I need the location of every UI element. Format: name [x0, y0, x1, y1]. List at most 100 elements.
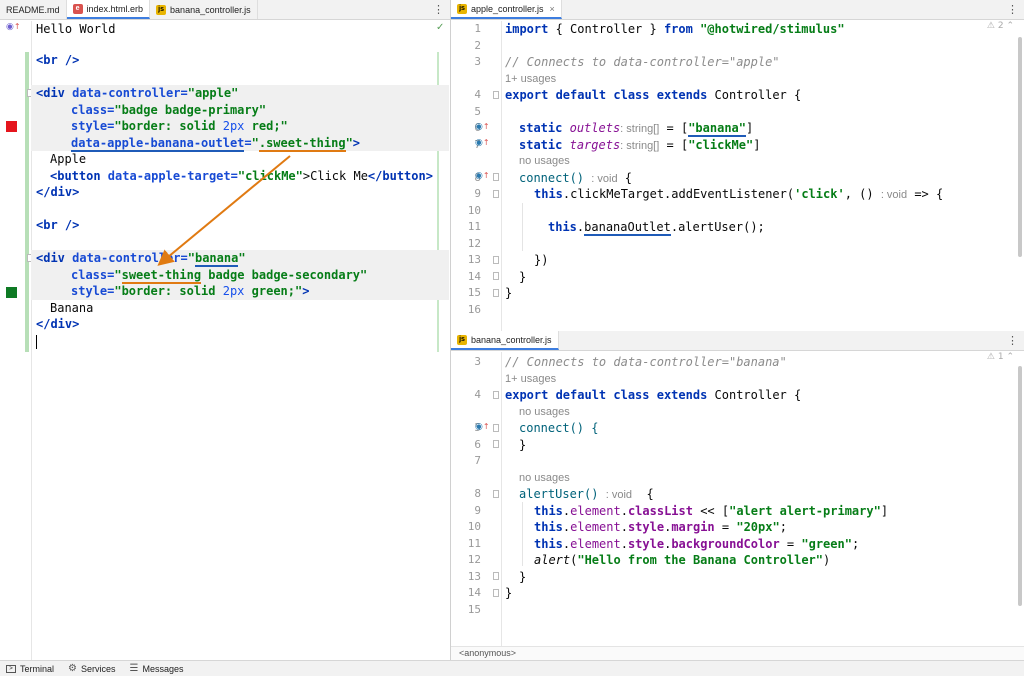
left-tab-bar: README.md e index.html.erb js banana_con… — [0, 0, 450, 20]
line-number: 3 — [474, 355, 481, 368]
usages-hint[interactable]: 1+ usages — [505, 72, 557, 85]
line-number: 3 — [474, 55, 481, 68]
code-line: data-apple-banana-outlet=".sweet-thing"> — [71, 135, 361, 152]
line-number: 15 — [467, 602, 481, 616]
messages-tool-button[interactable]: ☰ Messages — [130, 663, 184, 674]
tab-index-label: index.html.erb — [86, 3, 144, 14]
sweet-thing-class: sweet-thing — [121, 267, 202, 284]
breadcrumb-item[interactable]: <anonymous> — [459, 648, 517, 658]
implemented-marker-icon[interactable]: ◉↑ — [6, 22, 21, 32]
bottom-tool-bar: > Terminal ⚙ Services ☰ Messages — [0, 660, 1024, 676]
more-options-icon[interactable]: ⋮ — [433, 4, 444, 16]
apple-editor[interactable]: ⚠ 2 ⌃ 1 2 3 4 5 6 7 8 9 10 11 12 13 14 1… — [451, 21, 1024, 331]
override-marker-icon[interactable]: ◉↑ — [475, 171, 490, 181]
code-line: Hello World — [36, 22, 116, 36]
line-number: 9 — [474, 503, 481, 517]
warning-badge[interactable]: ⚠ 1 ⌃ — [986, 352, 1014, 362]
code-line: // Connects to data-controller="banana" — [505, 355, 787, 369]
erb-file-icon: e — [72, 3, 83, 14]
change-marker — [437, 52, 439, 352]
terminal-tool-button[interactable]: > Terminal — [6, 664, 54, 674]
line-number: 13 — [467, 253, 481, 266]
code-line: </div> — [36, 185, 80, 199]
line-number: 8 — [474, 487, 481, 500]
js-file-icon: js — [156, 4, 167, 15]
line-number: 7 — [474, 137, 481, 151]
terminal-label: Terminal — [20, 663, 55, 674]
code-line: } — [519, 437, 527, 452]
services-icon: ⚙ — [68, 663, 77, 674]
fold-icon[interactable] — [493, 490, 499, 498]
terminal-icon: > — [6, 664, 16, 673]
more-options-icon[interactable]: ⋮ — [1007, 4, 1018, 16]
fold-icon[interactable] — [493, 391, 499, 399]
green-color-swatch-icon[interactable] — [6, 287, 17, 298]
code-line: connect() : void { — [519, 170, 633, 185]
code-line: // Connects to data-controller="apple" — [505, 55, 780, 69]
line-number: 2 — [474, 38, 481, 52]
line-number: 4 — [474, 388, 481, 401]
fold-icon[interactable] — [493, 289, 499, 297]
usages-hint[interactable]: 1+ usages — [505, 372, 557, 385]
override-marker-icon[interactable]: ◉↑ — [475, 138, 490, 148]
split-divider[interactable] — [450, 0, 451, 660]
services-label: Services — [80, 663, 116, 674]
banana-editor[interactable]: ⚠ 1 ⌃ 3 4 5 6 7 8 9 10 11 12 13 14 15 ◉↑… — [451, 352, 1024, 646]
left-editor[interactable]: ✓ ◉↑ Hello World <br /> <div data-contro… — [0, 21, 450, 660]
code-line: export default class extends Controller … — [505, 88, 802, 102]
right-top-tab-bar: js apple_controller.js × ⋮ — [451, 0, 1024, 20]
override-marker-icon[interactable]: ◉↑ — [475, 122, 490, 132]
code-line: </div> — [36, 317, 80, 331]
warning-badge[interactable]: ⚠ 2 ⌃ — [986, 21, 1014, 31]
js-file-icon: js — [457, 3, 467, 14]
code-line: Apple — [50, 152, 87, 166]
line-number: 12 — [467, 236, 481, 250]
fold-icon[interactable] — [493, 256, 499, 264]
tab-apple-label: apple_controller.js — [471, 3, 544, 14]
fold-icon[interactable] — [493, 572, 499, 580]
gutter-separator — [31, 21, 32, 660]
tab-index-html-erb[interactable]: e index.html.erb — [66, 0, 151, 19]
outlet-attribute: data-apple-banana-outlet — [71, 135, 245, 152]
code-line: <br /> — [36, 218, 80, 232]
code-line: static targets: string[] = ["clickMe"] — [519, 137, 761, 152]
code-line: alertUser() : void { — [519, 487, 654, 501]
indent-guide — [522, 502, 523, 566]
vertical-scrollbar[interactable] — [1018, 366, 1022, 606]
tab-banana-controller-split[interactable]: js banana_controller.js — [451, 331, 559, 350]
usages-hint[interactable]: no usages — [519, 155, 570, 167]
gutter-separator — [501, 21, 502, 331]
fold-icon[interactable] — [493, 440, 499, 448]
usages-hint[interactable]: no usages — [519, 405, 570, 418]
red-color-swatch-icon[interactable] — [6, 121, 17, 132]
fold-icon[interactable] — [493, 589, 499, 597]
fold-icon[interactable] — [493, 424, 499, 432]
banana-outlet-ref: bananaOutlet — [584, 220, 671, 236]
line-number: 11 — [467, 536, 481, 550]
line-number: 10 — [467, 520, 481, 533]
fold-icon[interactable] — [493, 190, 499, 198]
code-line: <div data-controller="apple" — [36, 86, 239, 100]
breadcrumb[interactable]: <anonymous> — [451, 646, 1024, 660]
fold-icon[interactable] — [493, 272, 499, 280]
code-line: } — [519, 269, 527, 284]
code-line: import { Controller } from "@hotwired/st… — [505, 22, 845, 36]
close-icon[interactable]: × — [549, 3, 555, 14]
indent-guide — [522, 203, 523, 251]
services-tool-button[interactable]: ⚙ Services — [68, 663, 115, 674]
tab-readme[interactable]: README.md — [0, 0, 67, 19]
fold-icon[interactable] — [493, 173, 499, 181]
line-number: 8 — [474, 170, 481, 184]
usages-hint[interactable]: no usages — [519, 471, 570, 484]
vertical-scrollbar[interactable] — [1018, 37, 1022, 257]
line-number: 14 — [467, 269, 481, 283]
messages-label: Messages — [142, 663, 184, 674]
tab-banana-controller[interactable]: js banana_controller.js — [150, 0, 258, 19]
fold-icon[interactable] — [493, 91, 499, 99]
override-marker-icon[interactable]: ◉↑ — [475, 422, 490, 432]
code-line: connect() { — [519, 421, 599, 435]
tab-apple-controller[interactable]: js apple_controller.js × — [451, 0, 562, 19]
code-line: <button data-apple-target="clickMe">Clic… — [50, 168, 433, 183]
more-options-icon[interactable]: ⋮ — [1007, 335, 1018, 347]
check-icon: ✓ — [436, 22, 445, 33]
